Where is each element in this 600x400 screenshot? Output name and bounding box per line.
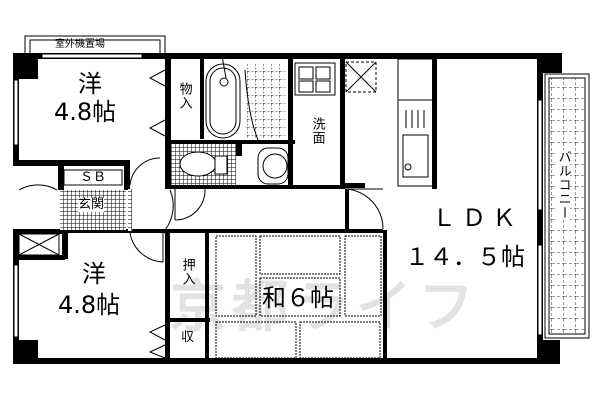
watermark: 京都ライフ [170,275,480,340]
western-room-1-type: 洋 [78,70,102,98]
japanese-room-label: 和６帖 [262,284,334,312]
western-room-2-type: 洋 [82,260,106,288]
ldk-size: １４．５帖 [405,243,525,271]
washroom-label: 洗面 [309,117,325,145]
western-room-1-size: 4.8帖 [54,98,117,126]
western-room-2-size: 4.8帖 [58,291,121,319]
ldk-label: ＬＤＫ [432,204,522,232]
storage-1-label: 物入 [176,82,192,110]
outdoor-unit-label: 室外機置場 [55,39,105,50]
entrance-label: 玄関 [78,197,105,212]
storage-2-label: 収 [181,330,195,345]
shoe-box-label: ＳＢ [80,170,107,185]
balcony-label: バルコニー [555,150,571,220]
closet-label: 押入 [179,258,195,286]
